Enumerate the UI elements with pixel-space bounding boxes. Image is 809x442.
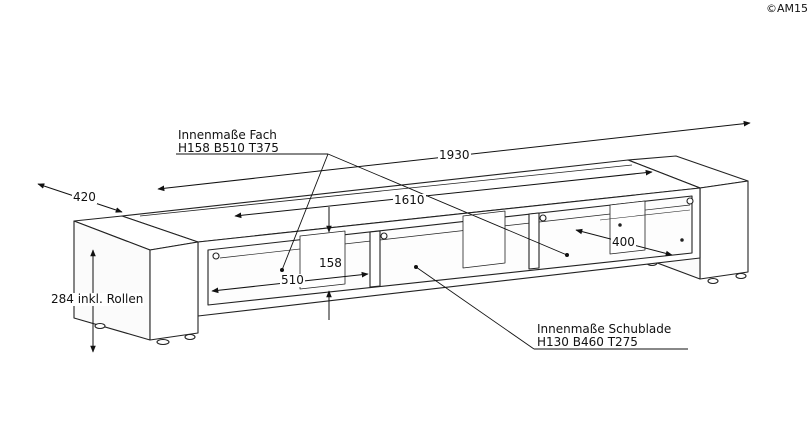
fach-leader-dot-2	[565, 253, 569, 257]
dim-510-label: 510	[280, 273, 305, 287]
copyright-label: ©AM15	[766, 2, 809, 15]
fach-leader-dot-1	[280, 268, 284, 272]
dim-158-label: 158	[318, 256, 343, 270]
dim-1610-label: 1610	[393, 193, 426, 207]
dim-1930-label: 1930	[438, 148, 471, 162]
schublade-leader-dot	[414, 265, 418, 269]
dim-284-label: 284 inkl. Rollen	[50, 292, 145, 306]
schublade-leader	[415, 266, 535, 350]
fach-title-label: Innenmaße Fach	[178, 128, 277, 142]
fach-dims-label: H158 B510 T375	[178, 141, 279, 155]
dim-1610-arrow	[234, 169, 653, 219]
dim-400-label: 400	[611, 235, 636, 249]
schublade-title-label: Innenmaße Schublade	[537, 322, 672, 336]
dim-420-label: 420	[72, 190, 97, 204]
schublade-dims-label: H130 B460 T275	[537, 335, 638, 349]
